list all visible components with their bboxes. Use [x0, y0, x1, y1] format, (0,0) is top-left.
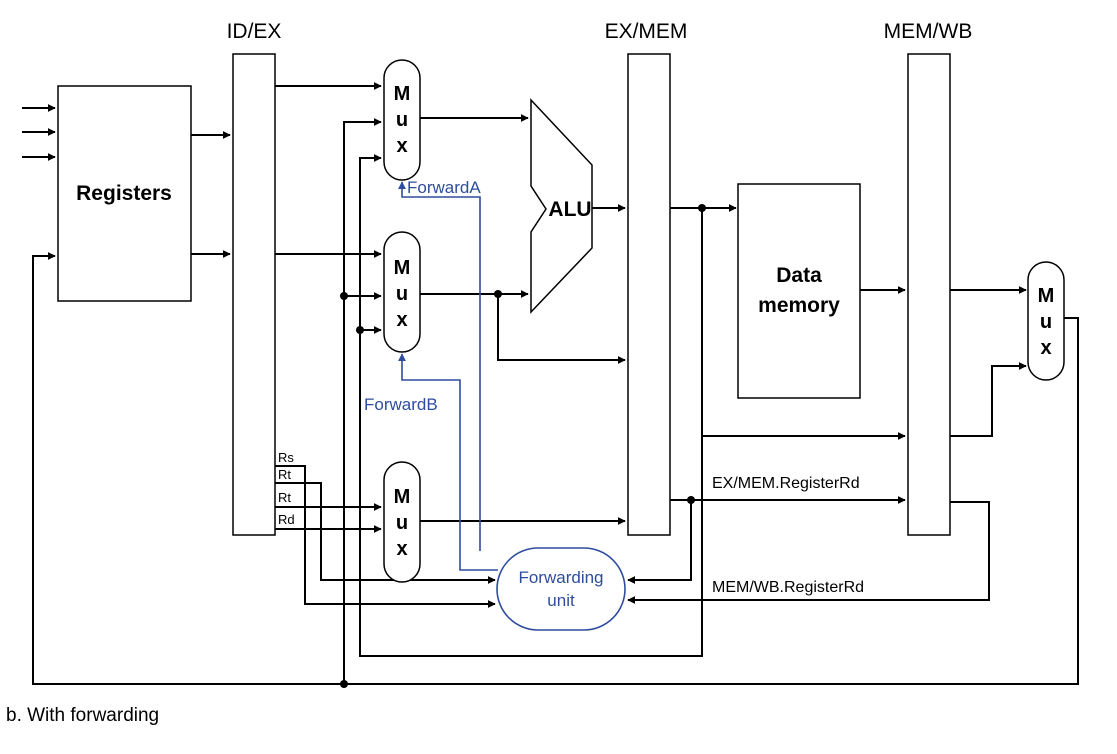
mux-wb-letter-u: u	[1040, 311, 1052, 333]
mux-a: M u x	[383, 59, 421, 181]
mux-rd-letter-u: u	[396, 512, 408, 534]
mux-wb-letter-m: M	[1038, 285, 1055, 307]
forwarding-control-wires	[398, 181, 498, 571]
alu: ALU	[530, 98, 593, 314]
forwarding-unit-label-line2: unit	[547, 591, 575, 610]
forwarding-unit: Forwarding unit	[496, 547, 626, 631]
rs-field-label: Rs	[278, 450, 294, 465]
mux-b-letter-x: x	[396, 309, 407, 331]
id-ex-pipeline-register	[232, 53, 276, 536]
mem-wb-pipeline-register	[907, 53, 951, 536]
mux-a-letter-m: M	[394, 83, 411, 105]
data-memory-label-line1: Data	[776, 264, 822, 287]
data-memory-block	[737, 183, 861, 399]
stage-label-id-ex: ID/EX	[227, 20, 282, 43]
junction-dots	[340, 204, 706, 688]
stage-label-ex-mem: EX/MEM	[605, 20, 688, 43]
mux-wb: M u x	[1027, 261, 1065, 381]
mux-b: M u x	[383, 231, 421, 353]
stage-label-mem-wb: MEM/WB	[884, 20, 973, 43]
mux-wb-letter-x: x	[1040, 337, 1051, 359]
rt-field-label-dest: Rt	[278, 490, 291, 505]
mux-a-letter-x: x	[396, 135, 407, 157]
forward-b-label: ForwardB	[364, 395, 438, 414]
data-memory-label-line2: memory	[758, 294, 840, 317]
datapath-wires	[22, 82, 1079, 685]
mux-rd: M u x	[383, 461, 421, 583]
mux-b-letter-u: u	[396, 283, 408, 305]
mem-wb-register-rd-label: MEM/WB.RegisterRd	[712, 579, 864, 596]
mux-b-letter-m: M	[394, 257, 411, 279]
figure-caption: b. With forwarding	[6, 705, 159, 726]
alu-label: ALU	[548, 198, 591, 221]
registers-label: Registers	[76, 182, 172, 205]
ex-mem-register-rd-label: EX/MEM.RegisterRd	[712, 475, 860, 492]
forwarding-unit-label-line1: Forwarding	[518, 568, 603, 587]
forward-a-label: ForwardA	[407, 178, 481, 197]
registers-block	[57, 85, 192, 302]
rd-field-label: Rd	[278, 512, 295, 527]
rt-field-label-forward: Rt	[278, 467, 291, 482]
mux-rd-letter-x: x	[396, 538, 407, 560]
mux-rd-letter-m: M	[394, 486, 411, 508]
ex-mem-pipeline-register	[627, 53, 671, 536]
mux-a-letter-u: u	[396, 109, 408, 131]
